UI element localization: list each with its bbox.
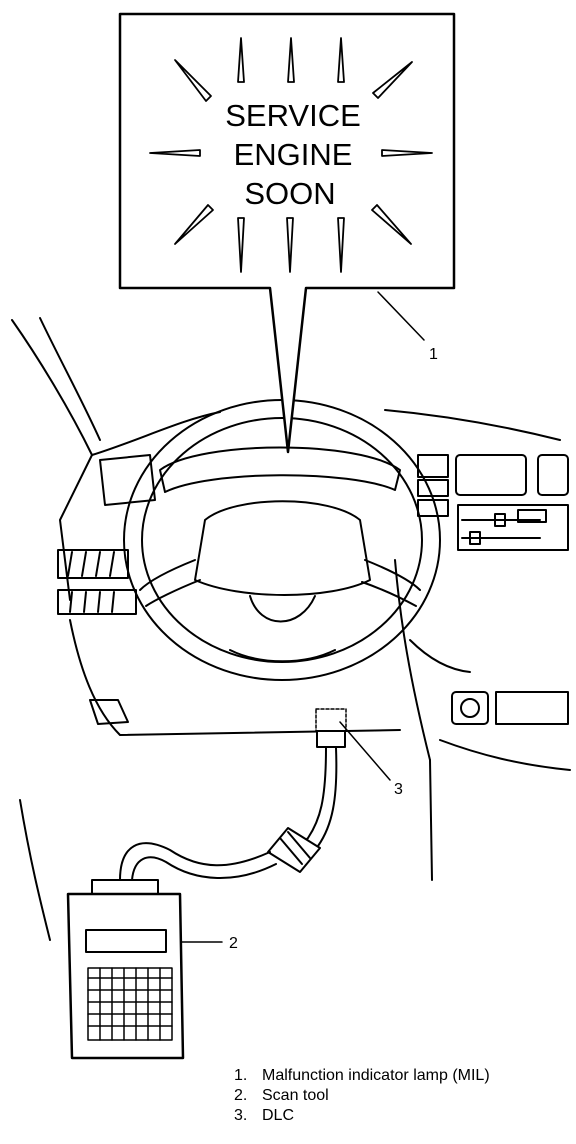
scan-tool-keypad xyxy=(87,967,173,1041)
callout-label-3: 3 xyxy=(394,781,403,798)
lamp-line-3: SOON xyxy=(244,176,335,211)
legend-label: Scan tool xyxy=(262,1087,329,1104)
dashboard xyxy=(11,317,571,941)
lamp-line-2: ENGINE xyxy=(234,137,353,172)
legend-item: 2. Scan tool xyxy=(234,1086,490,1106)
callout-label-2: 2 xyxy=(229,935,238,952)
scan-tool-display xyxy=(85,929,167,953)
leader-line-3 xyxy=(339,721,391,781)
lamp-line-1: SERVICE xyxy=(225,98,361,133)
legend-item: 3. DLC xyxy=(234,1106,490,1126)
steering-wheel xyxy=(123,399,441,681)
legend-label: DLC xyxy=(262,1107,295,1124)
scan-tool-cable xyxy=(119,747,338,881)
mil-callout-box: SERVICE ENGINE SOON xyxy=(118,12,456,454)
scan-tool xyxy=(66,879,185,1060)
lamp-rays xyxy=(149,37,433,273)
legend-number: 3. xyxy=(234,1107,248,1124)
legend-number: 1. xyxy=(234,1067,248,1084)
legend-label: Malfunction indicator lamp (MIL) xyxy=(262,1067,490,1084)
dlc-connector xyxy=(315,708,347,748)
legend-item: 1. Malfunction indicator lamp (MIL) xyxy=(234,1066,490,1086)
leader-line-1 xyxy=(377,291,425,341)
legend: 1. Malfunction indicator lamp (MIL) 2. S… xyxy=(234,1066,490,1126)
legend-number: 2. xyxy=(234,1087,248,1104)
callout-label-1: 1 xyxy=(429,346,438,363)
